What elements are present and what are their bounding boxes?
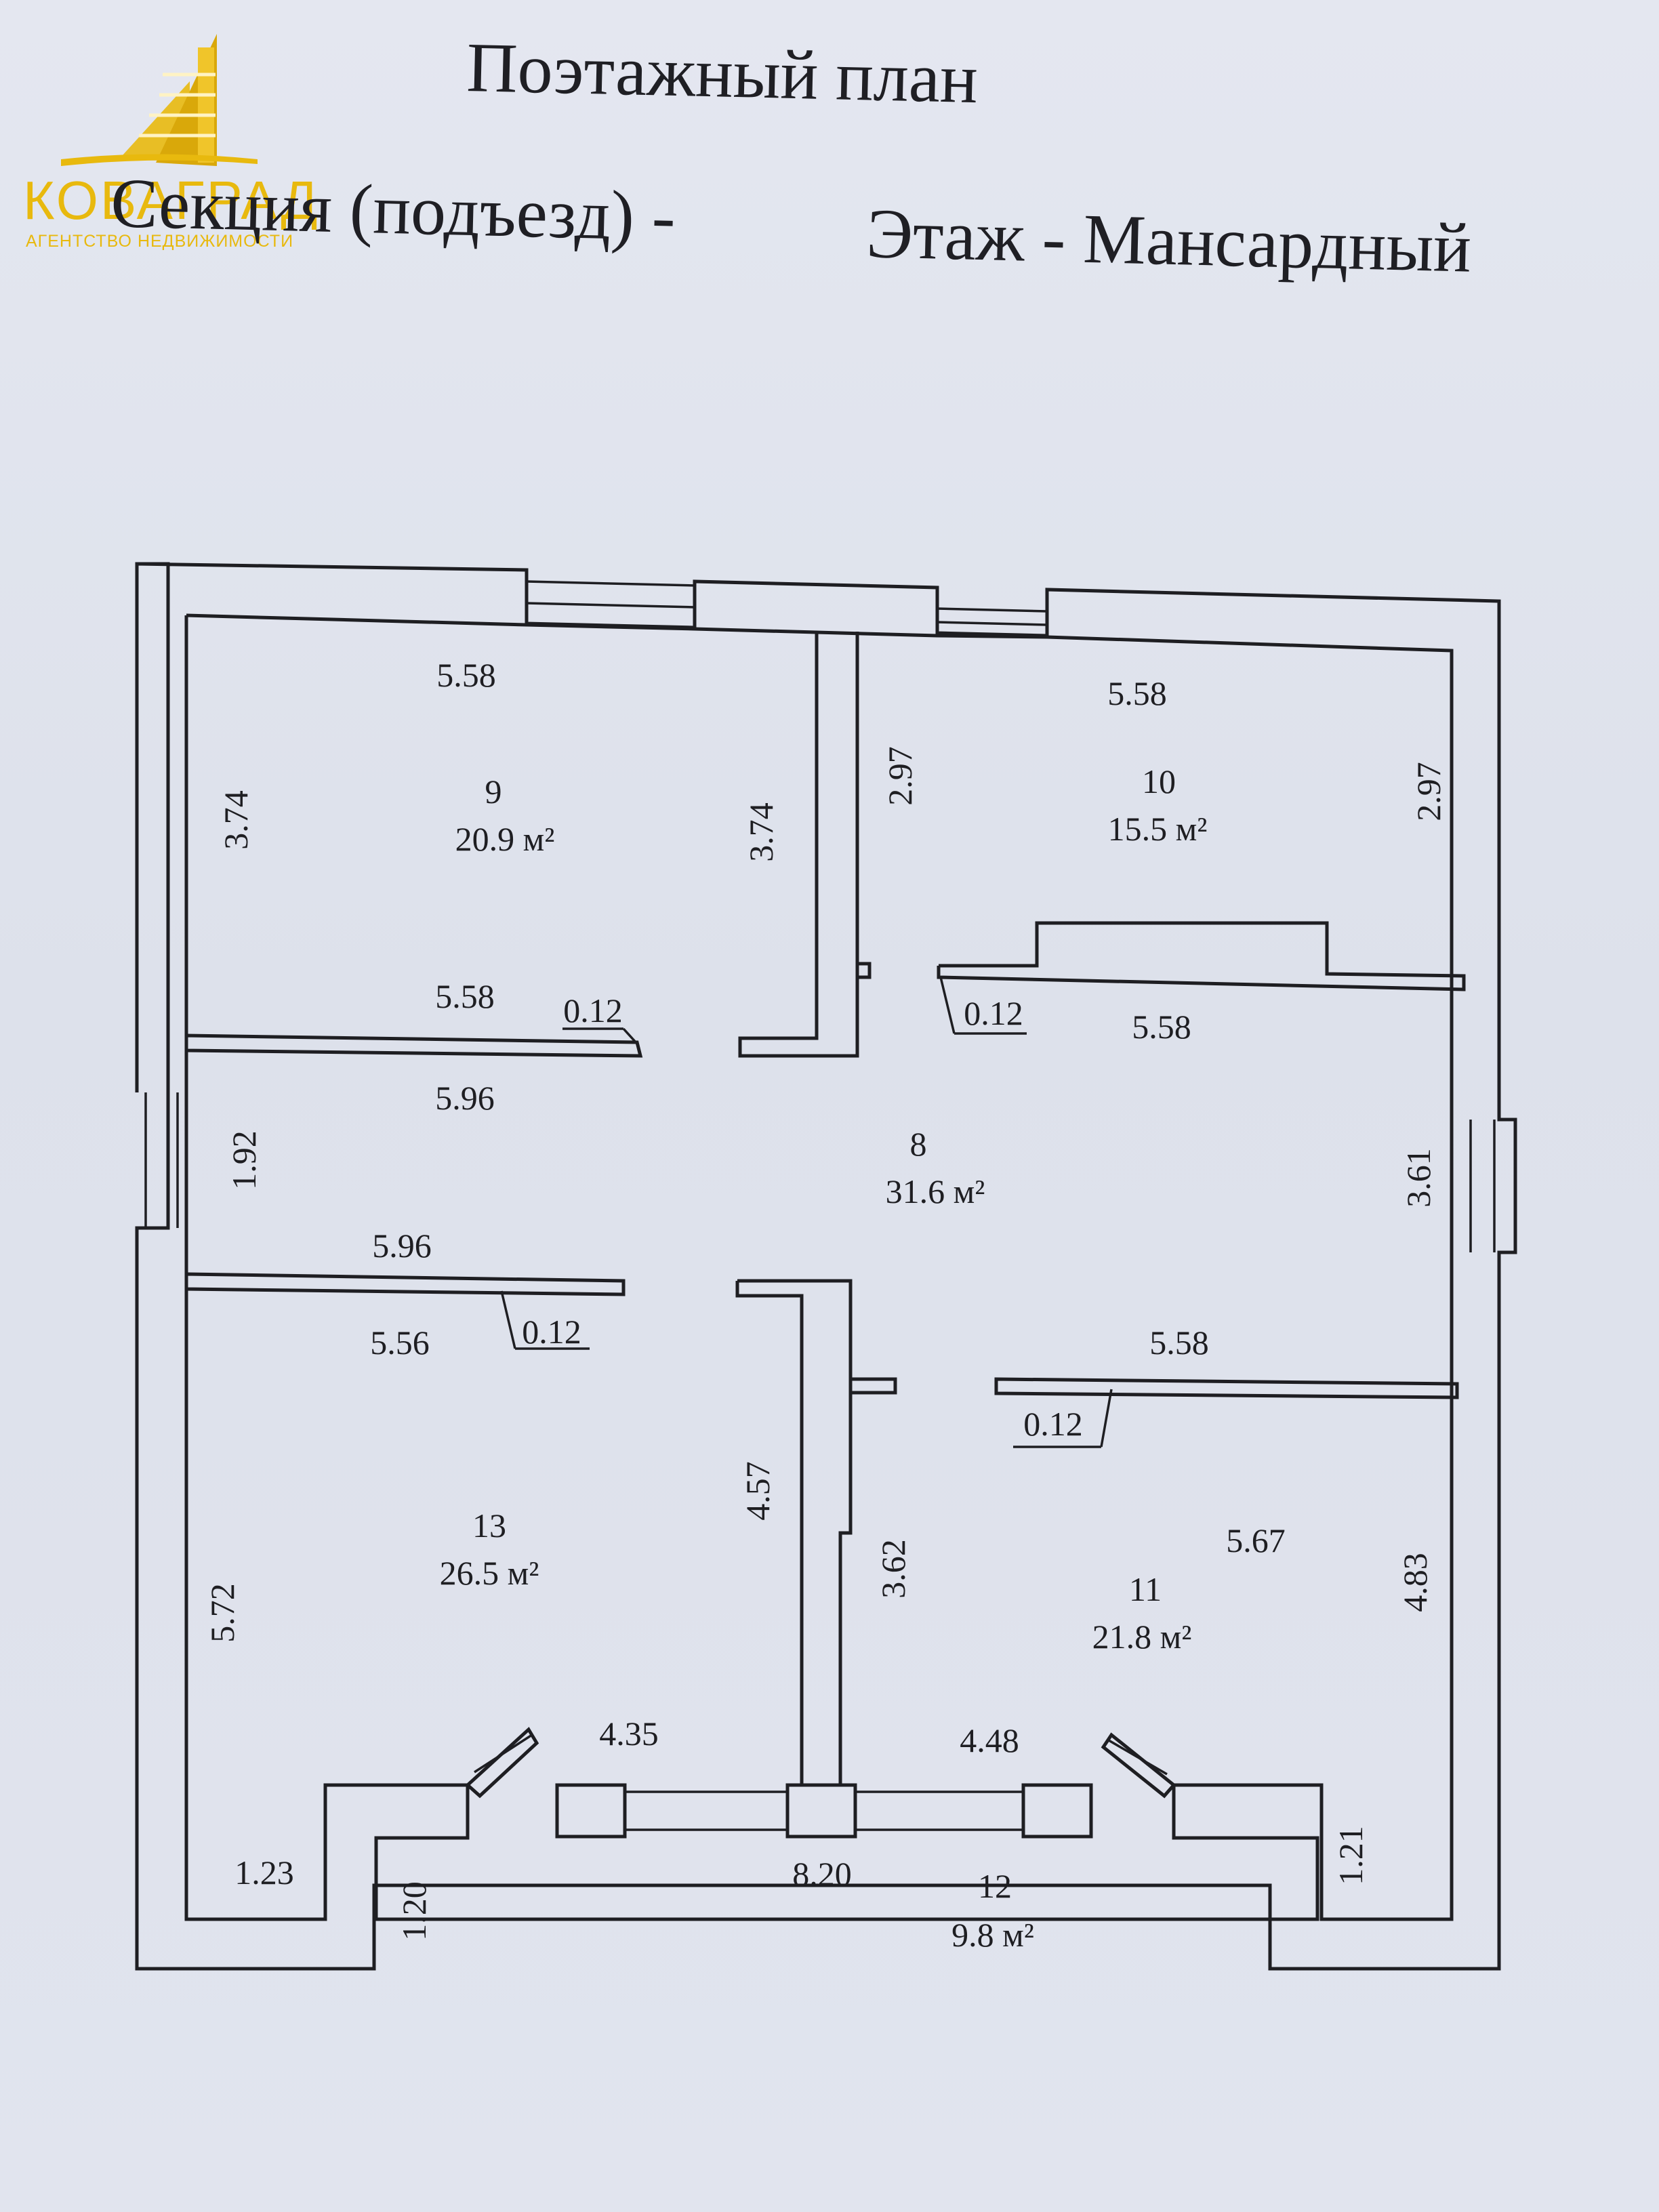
dim-label: 5.58 <box>436 656 496 694</box>
dim-label: 0.12 <box>1023 1405 1083 1443</box>
dim-label: 1.21 <box>1332 1826 1370 1885</box>
room-number: 10 <box>1142 762 1176 800</box>
wall-13-11 <box>735 1279 853 1787</box>
dim-label: 0.12 <box>522 1313 581 1351</box>
dim-label: 4.48 <box>960 1721 1019 1759</box>
dim-label: 1.92 <box>225 1130 263 1190</box>
logo-subtitle: АГЕНТСТВО НЕДВИЖИМОСТИ <box>26 232 294 251</box>
dim-label: 3.61 <box>1399 1148 1437 1208</box>
agency-logo: КОВАГРАД АГЕНТСТВО НЕДВИЖИМОСТИ <box>20 20 319 251</box>
dim-label: 5.58 <box>1107 674 1167 712</box>
dim-label: 5.96 <box>372 1227 432 1265</box>
room-number: 12 <box>978 1867 1012 1905</box>
partition-11 <box>994 1377 1459 1399</box>
top-window-left <box>526 580 695 587</box>
dim-label: 1.20 <box>395 1881 433 1941</box>
dim-label: 3.62 <box>874 1539 912 1599</box>
dim-label: 4.35 <box>599 1715 659 1753</box>
partition-13 <box>184 1272 626 1296</box>
pier-center <box>785 1783 857 1839</box>
pier-left <box>555 1783 627 1839</box>
partition-9 <box>184 1033 643 1058</box>
room-area: 31.6 м² <box>886 1172 985 1210</box>
dim-label: 5.67 <box>1226 1521 1286 1559</box>
dim-label: 4.83 <box>1396 1553 1434 1612</box>
pier-right <box>1021 1783 1093 1839</box>
dim-label: 5.72 <box>203 1583 241 1643</box>
outer-wall-inner <box>184 613 1454 1921</box>
dim-label: 1.23 <box>234 1853 294 1891</box>
dim-label: 0.12 <box>964 994 1023 1032</box>
balcony-door-left <box>465 1727 539 1799</box>
dim-label: 3.74 <box>217 790 255 850</box>
dim-label: 4.57 <box>739 1461 777 1521</box>
dimension-labels: 5.58 3.74 3.74 5.58 0.12 5.58 2.97 2.97 … <box>203 656 1448 1941</box>
top-window-right <box>937 607 1048 613</box>
partition-10 <box>937 921 1466 991</box>
room-number: 11 <box>1129 1570 1162 1608</box>
room-number: 9 <box>485 773 502 811</box>
dim-label: 5.58 <box>1149 1324 1209 1361</box>
dim-label: 2.97 <box>881 746 919 806</box>
dim-label: 5.58 <box>435 977 495 1015</box>
logo-name: КОВАГРАД <box>23 170 320 230</box>
room-area: 9.8 м² <box>951 1916 1034 1954</box>
dim-label: 8.20 <box>792 1855 852 1893</box>
wall-9-10 <box>738 632 859 1058</box>
room-area: 21.8 м² <box>1092 1618 1192 1656</box>
dim-label: 5.58 <box>1132 1008 1191 1046</box>
dim-label: 3.74 <box>742 802 780 862</box>
outer-wall-outer <box>135 562 1517 1971</box>
room-number: 8 <box>910 1125 927 1163</box>
dim-label: 2.97 <box>1410 762 1448 821</box>
room-area: 15.5 м² <box>1108 810 1208 848</box>
room-area: 26.5 м² <box>440 1554 539 1592</box>
building-logo-icon <box>61 34 258 166</box>
dim-label: 5.56 <box>370 1324 430 1361</box>
balcony-door-right <box>1101 1732 1176 1799</box>
room-number: 13 <box>472 1507 506 1544</box>
room-labels: 9 20.9 м² 10 15.5 м² 8 31.6 м² 13 26.5 м… <box>440 762 1208 1954</box>
room-area: 20.9 м² <box>455 820 555 858</box>
dim-label: 0.12 <box>563 991 623 1029</box>
dim-label: 5.96 <box>435 1079 495 1117</box>
walls <box>135 562 1517 1971</box>
